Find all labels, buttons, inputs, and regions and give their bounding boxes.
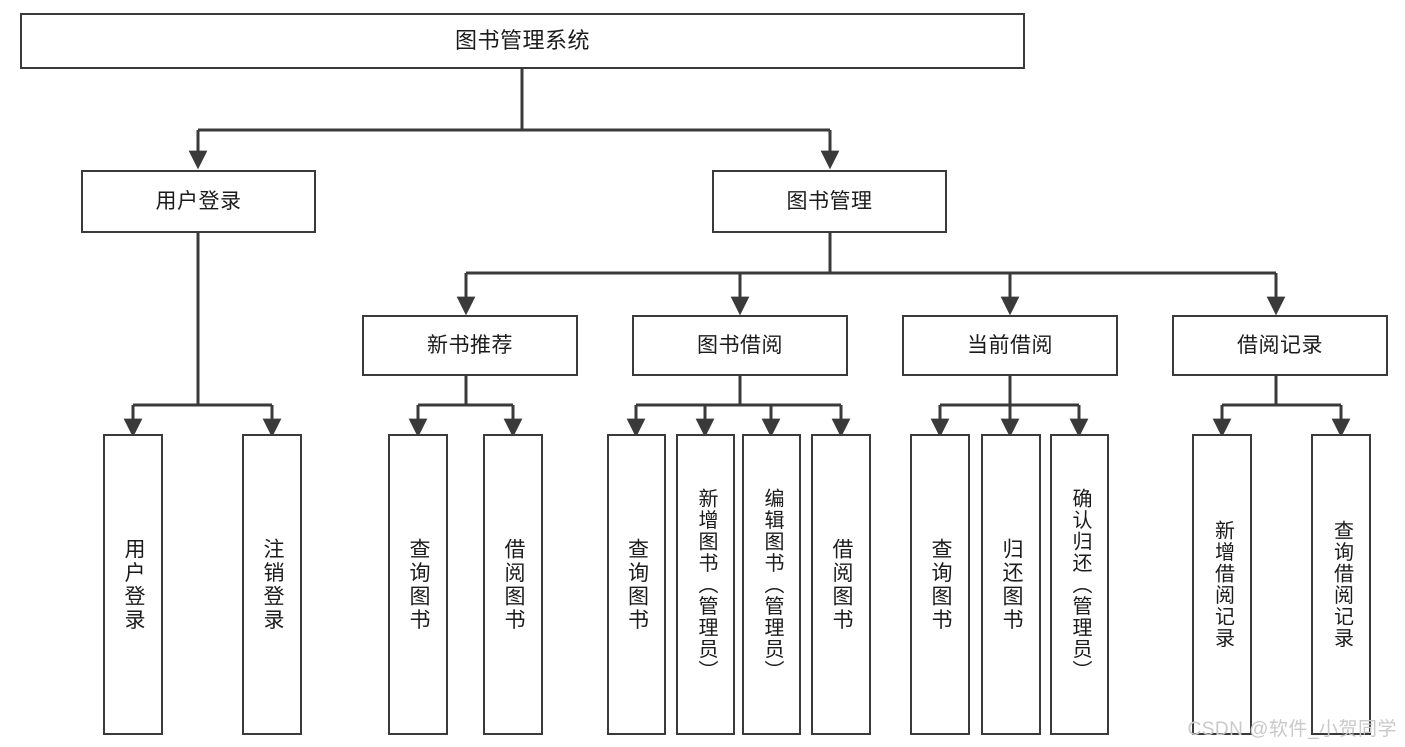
node-label: 查询图书 [407, 537, 431, 632]
node-book-borrow[interactable]: 图书借阅 [632, 315, 848, 376]
node-label: 查询图书 [625, 537, 649, 632]
node-label: 确认归还（管理员） [1069, 487, 1091, 682]
node-label: 图书借阅 [697, 333, 783, 357]
node-user-login[interactable]: 用户登录 [81, 170, 316, 233]
node-root-book-management-system[interactable]: 图书管理系统 [20, 13, 1025, 69]
node-label: 借阅图书 [502, 537, 526, 632]
leaf-book-borrow-edit-book-admin[interactable]: 编辑图书（管理员） [742, 434, 801, 735]
node-label: 新增借阅记录 [1211, 520, 1234, 649]
leaf-current-borrow-query-book[interactable]: 查询图书 [910, 434, 970, 735]
node-label: 查询借阅记录 [1330, 520, 1353, 649]
node-book-management[interactable]: 图书管理 [712, 170, 947, 233]
node-label: 当前借阅 [967, 333, 1053, 357]
leaf-book-borrow-borrow-book[interactable]: 借阅图书 [811, 434, 871, 735]
node-label: 图书管理 [786, 189, 873, 213]
node-label: 新书推荐 [427, 333, 513, 357]
leaf-borrow-record-add-record[interactable]: 新增借阅记录 [1192, 434, 1252, 735]
leaf-new-book-query-book[interactable]: 查询图书 [388, 434, 448, 735]
node-label: 注销登录 [261, 537, 285, 632]
leaf-user-login-login[interactable]: 用户登录 [103, 434, 163, 735]
node-borrow-record[interactable]: 借阅记录 [1172, 315, 1388, 376]
leaf-current-borrow-confirm-return-admin[interactable]: 确认归还（管理员） [1050, 434, 1109, 735]
node-new-book-recommend[interactable]: 新书推荐 [362, 315, 578, 376]
leaf-book-borrow-query-book[interactable]: 查询图书 [607, 434, 666, 735]
leaf-borrow-record-query-record[interactable]: 查询借阅记录 [1311, 434, 1371, 735]
csdn-watermark: CSDN @软件_小贺同学 [1187, 719, 1397, 740]
node-label: 借阅图书 [830, 537, 854, 632]
node-label: 图书管理系统 [454, 27, 590, 53]
node-label: 归还图书 [1000, 537, 1024, 632]
leaf-book-borrow-add-book-admin[interactable]: 新增图书（管理员） [676, 434, 735, 735]
leaf-current-borrow-return-book[interactable]: 归还图书 [981, 434, 1041, 735]
leaf-new-book-borrow-book[interactable]: 借阅图书 [483, 434, 543, 735]
node-current-borrow[interactable]: 当前借阅 [902, 315, 1118, 376]
node-label: 查询图书 [929, 537, 953, 632]
node-label: 编辑图书（管理员） [761, 487, 783, 682]
node-label: 新增图书（管理员） [695, 487, 717, 682]
node-label: 借阅记录 [1237, 333, 1323, 357]
node-label: 用户登录 [155, 189, 242, 213]
leaf-user-login-logout[interactable]: 注销登录 [242, 434, 302, 735]
node-label: 用户登录 [122, 537, 146, 632]
